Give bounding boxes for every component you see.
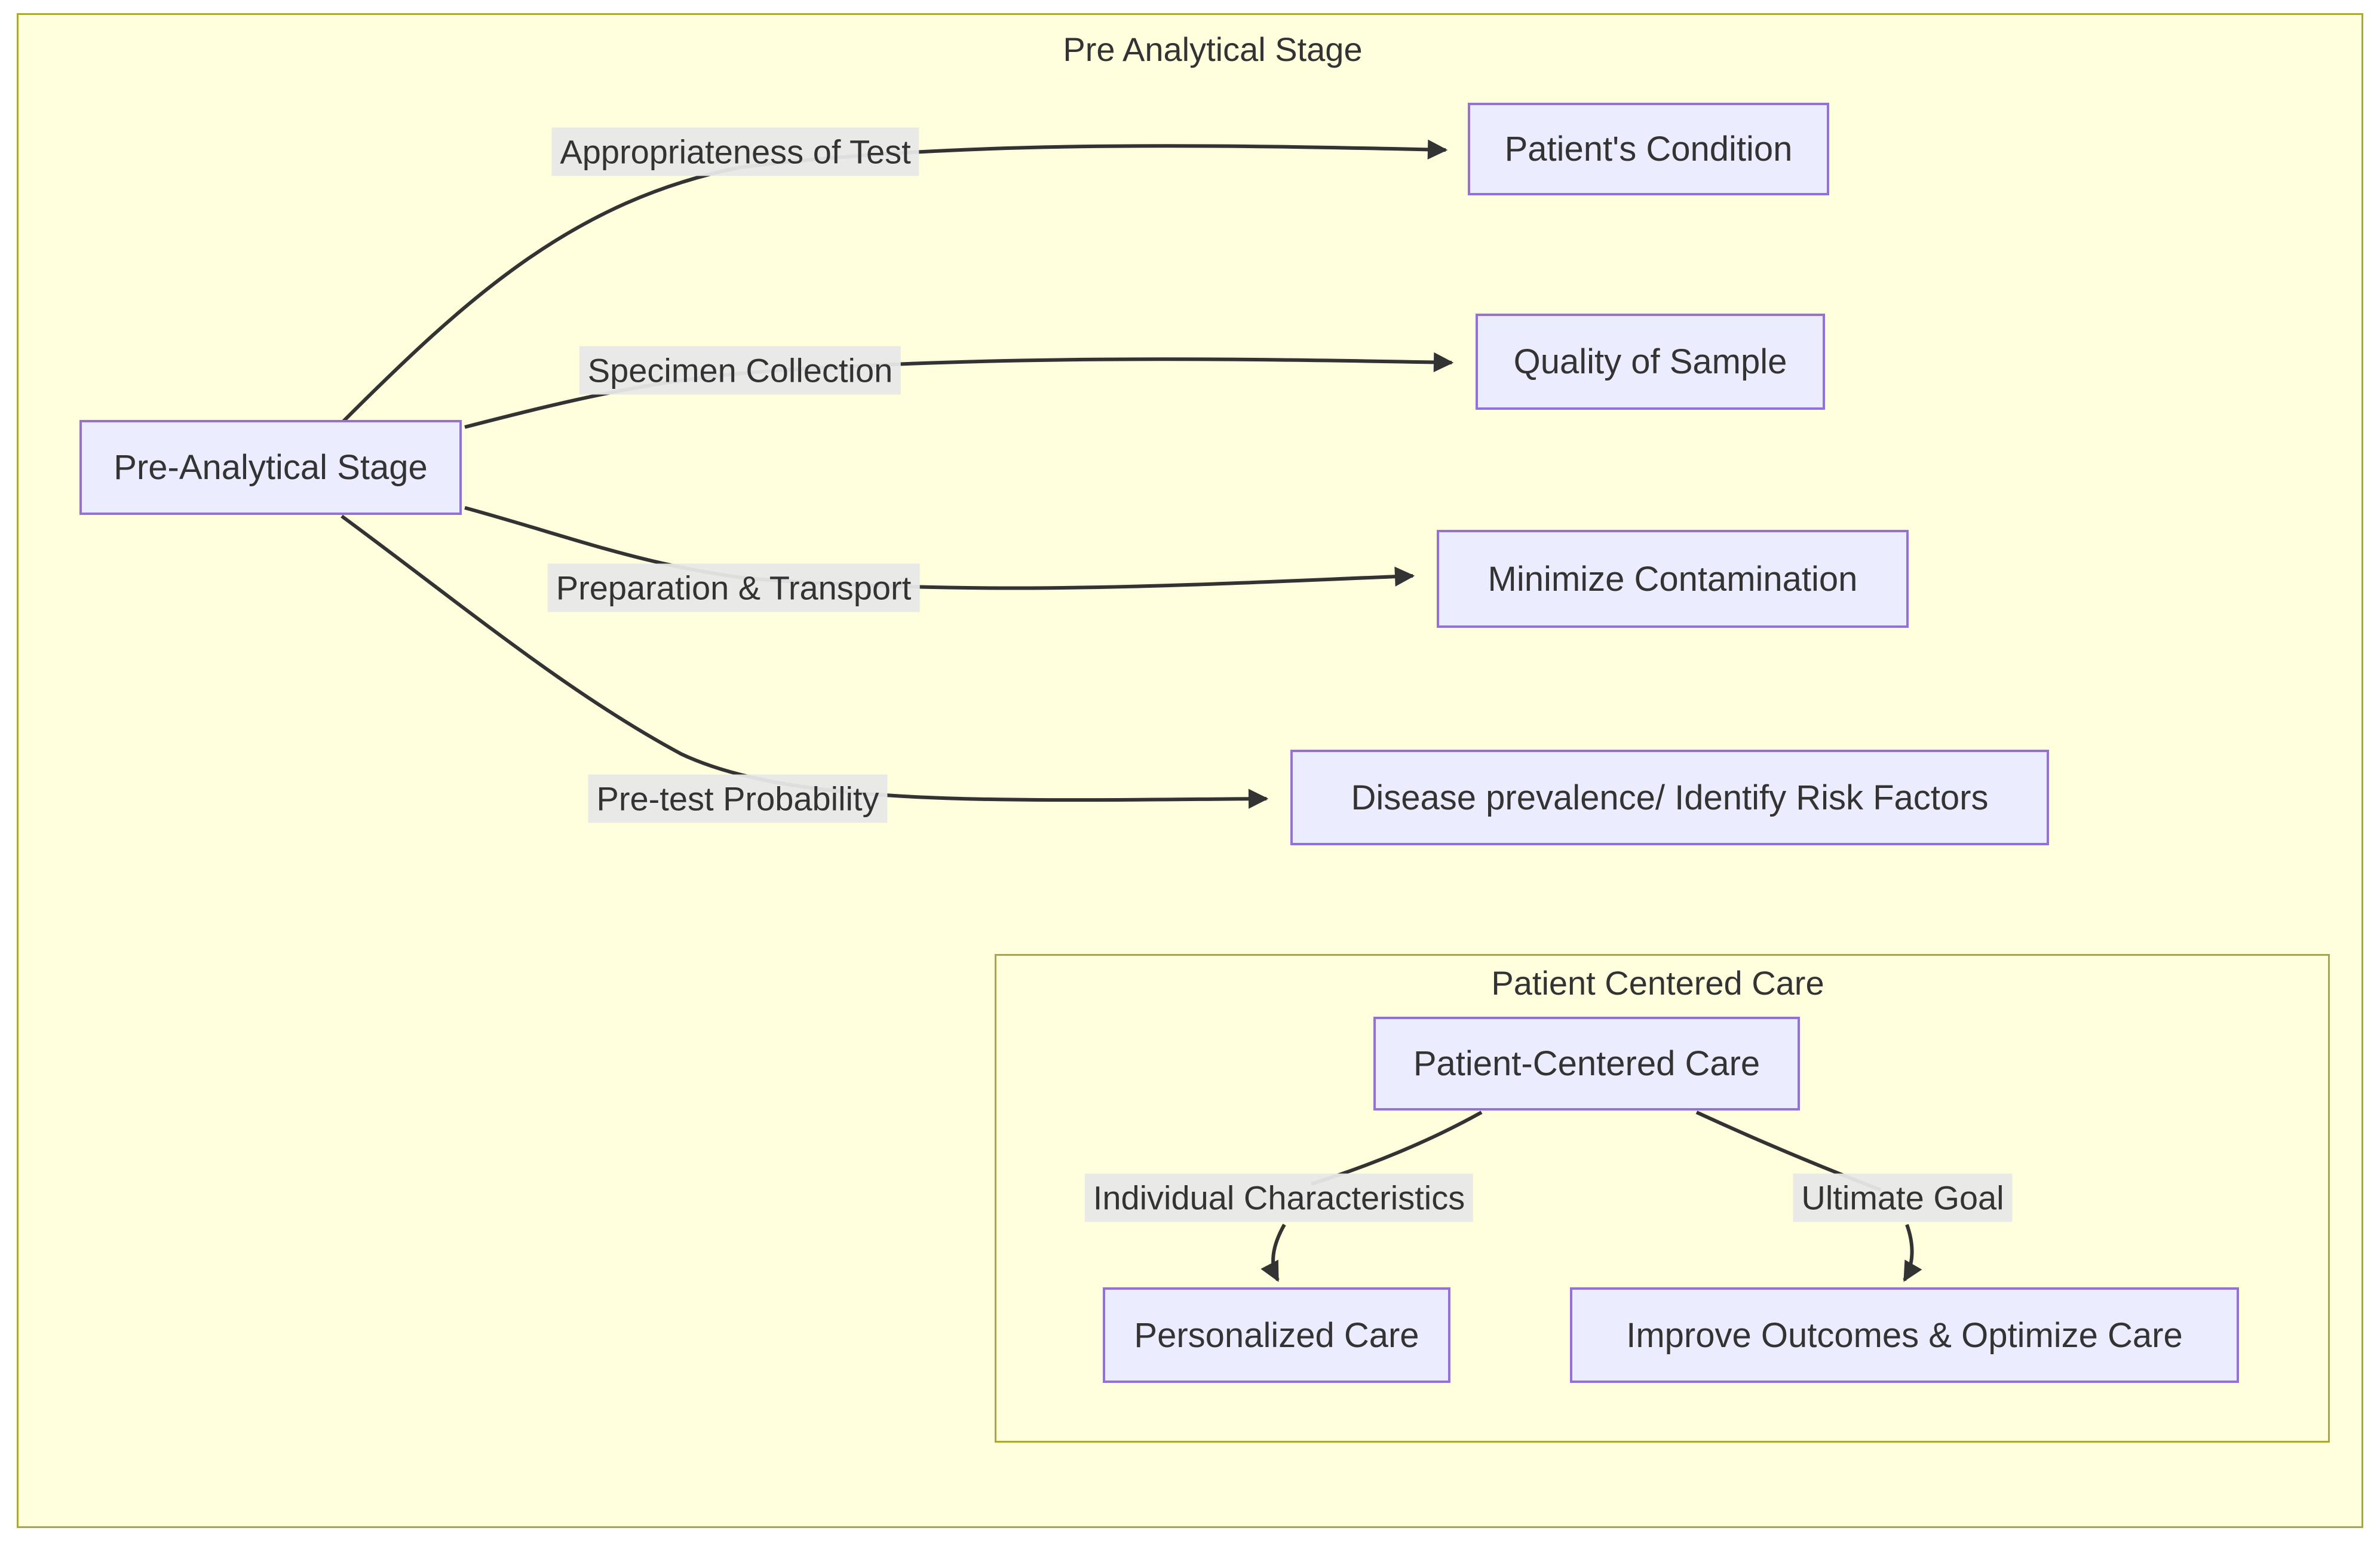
edge-pretest-probability bbox=[341, 514, 1269, 809]
node-pre-analytical-stage: Pre-Analytical Stage bbox=[79, 420, 462, 515]
edge-ultimate-goal-arrow bbox=[1903, 1223, 1922, 1282]
node-patients-condition: Patient's Condition bbox=[1468, 103, 1829, 195]
outer-cluster-title: Pre Analytical Stage bbox=[1063, 30, 1363, 68]
node-patient-centered-care: Patient-Centered Care bbox=[1373, 1017, 1800, 1111]
node-improve-outcomes: Improve Outcomes & Optimize Care bbox=[1570, 1287, 2239, 1383]
edge-label-specimen-collection: Specimen Collection bbox=[579, 346, 901, 395]
edge-label-individual-characteristics: Individual Characteristics bbox=[1084, 1173, 1474, 1222]
edge-label-appropriateness-of-test: Appropriateness of Test bbox=[551, 127, 919, 176]
node-disease-prevalence: Disease prevalence/ Identify Risk Factor… bbox=[1290, 750, 2049, 845]
node-quality-of-sample: Quality of Sample bbox=[1476, 314, 1825, 410]
edge-label-preparation-transport: Preparation & Transport bbox=[547, 563, 920, 612]
node-personalized-care: Personalized Care bbox=[1103, 1287, 1450, 1383]
inner-cluster-title: Patient Centered Care bbox=[1491, 964, 1824, 1002]
edge-label-ultimate-goal: Ultimate Goal bbox=[1793, 1173, 2013, 1222]
edge-individual-characteristics-arrow bbox=[1260, 1223, 1286, 1282]
node-minimize-contamination: Minimize Contamination bbox=[1437, 530, 1909, 628]
edge-label-pretest-probability: Pre-test Probability bbox=[588, 774, 888, 823]
